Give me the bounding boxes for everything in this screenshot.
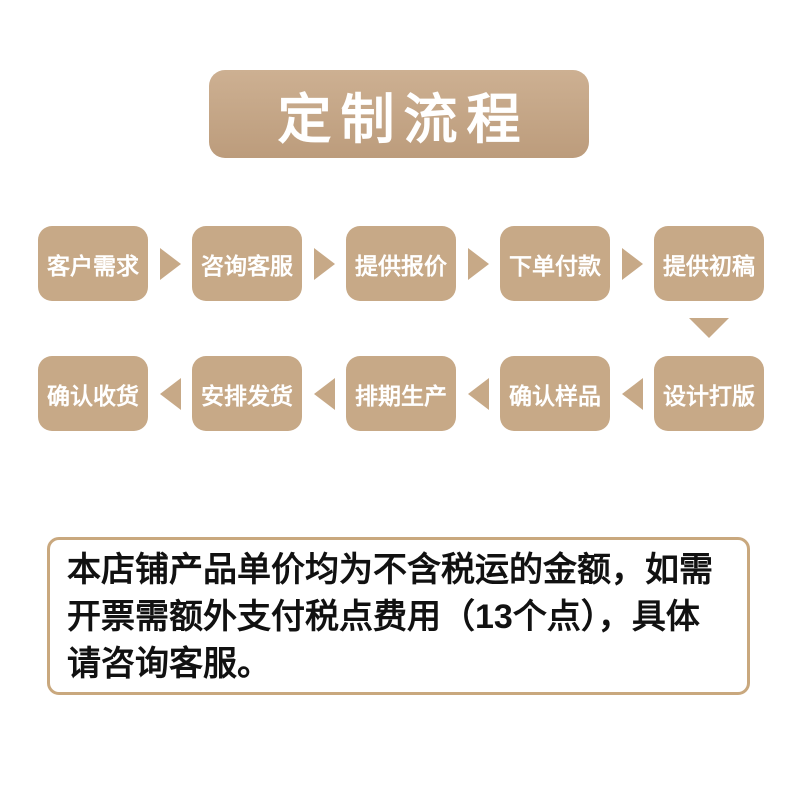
flow-step-order-payment: 下单付款 xyxy=(500,226,610,301)
left-arrow-icon xyxy=(621,377,643,410)
right-arrow-icon xyxy=(467,247,489,280)
flow-step-label: 确认收货 xyxy=(47,382,139,409)
page-title: 定制流程 xyxy=(277,89,530,150)
flow-step-label: 客户需求 xyxy=(47,252,139,279)
flow-step-provide-quote: 提供报价 xyxy=(346,226,456,301)
flow-step-schedule-production: 排期生产 xyxy=(346,356,456,431)
flow-step-customer-needs: 客户需求 xyxy=(38,226,148,301)
flow-step-arrange-shipping: 安排发货 xyxy=(192,356,302,431)
flow-step-label: 咨询客服 xyxy=(201,252,293,279)
right-arrow-icon xyxy=(313,247,335,280)
right-arrow-icon xyxy=(621,247,643,280)
flow-step-label: 排期生产 xyxy=(355,382,447,409)
page-title-banner: 定制流程 xyxy=(209,70,589,158)
flow-step-label: 提供报价 xyxy=(355,252,447,279)
left-arrow-icon xyxy=(313,377,335,410)
flow-step-design-proofing: 设计打版 xyxy=(654,356,764,431)
flow-step-label: 设计打版 xyxy=(663,382,755,409)
flow-row-forward: 客户需求 咨询客服 提供报价 下单付款 提供初稿 xyxy=(38,226,764,301)
flow-row-return: 确认收货 安排发货 排期生产 确认样品 设计打版 xyxy=(38,356,764,431)
tax-notice-box: 本店铺产品单价均为不含税运的金额，如需 开票需额外支付税点费用（13个点），具体… xyxy=(47,537,750,695)
notice-line: 本店铺产品单价均为不含税运的金额，如需 xyxy=(67,551,713,589)
flow-step-label: 提供初稿 xyxy=(663,252,755,279)
left-arrow-icon xyxy=(159,377,181,410)
flow-step-provide-draft: 提供初稿 xyxy=(654,226,764,301)
flow-step-confirm-receipt: 确认收货 xyxy=(38,356,148,431)
flow-step-label: 确认样品 xyxy=(509,382,601,409)
flow-step-label: 安排发货 xyxy=(201,382,293,409)
flow-step-label: 下单付款 xyxy=(509,252,601,279)
notice-line: 请咨询客服。 xyxy=(67,645,271,683)
down-arrow-icon xyxy=(689,318,729,338)
flow-step-consult-service: 咨询客服 xyxy=(192,226,302,301)
right-arrow-icon xyxy=(159,247,181,280)
left-arrow-icon xyxy=(467,377,489,410)
flow-step-confirm-sample: 确认样品 xyxy=(500,356,610,431)
notice-line: 开票需额外支付税点费用（13个点），具体 xyxy=(67,598,700,636)
